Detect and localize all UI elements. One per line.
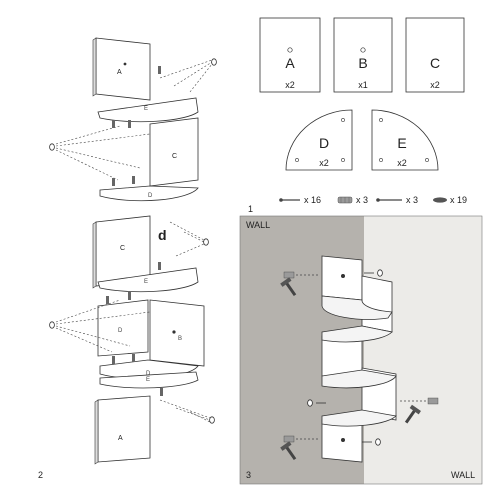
part-e: E x2 <box>371 109 439 171</box>
part-a-qty: x2 <box>285 80 295 90</box>
exploded-label-10: E <box>146 377 150 383</box>
exploded-screws <box>106 66 163 396</box>
wall-left-label: WALL <box>246 220 270 230</box>
hammer-icon-3 <box>400 397 439 424</box>
hammer-icon-1 <box>280 271 318 297</box>
part-c-qty: x2 <box>430 80 440 90</box>
part-a: A x2 <box>259 17 321 93</box>
panel-d-left: D <box>97 299 149 357</box>
part-e-qty: x2 <box>397 158 407 168</box>
screw-icon <box>376 198 402 202</box>
fixing-points <box>49 58 217 424</box>
exploded-label-3: C <box>172 153 177 160</box>
exploded-label-11: A <box>118 435 123 442</box>
panel-c-2: C <box>92 215 151 289</box>
dowel-guides <box>55 59 213 423</box>
part-d-label: D <box>319 135 329 151</box>
part-e-label: E <box>397 135 406 151</box>
step-1-label: 1 <box>248 204 253 214</box>
callout-d: d <box>158 227 167 243</box>
hardware-row: x 16 x 3 x 3 x 19 <box>279 195 467 205</box>
exploded-label-1: A <box>117 69 122 76</box>
part-a-label: A <box>285 55 295 71</box>
panel-a-top: A <box>92 37 151 101</box>
part-d-qty: x2 <box>319 158 329 168</box>
panel-b: B <box>149 299 205 367</box>
panel-a-bottom: A <box>94 395 151 465</box>
installation-view: WALL WALL 3 <box>239 215 483 485</box>
step-3-label: 3 <box>246 470 251 480</box>
wall-right-label: WALL <box>451 470 475 480</box>
parts-list: 1 A x2 B x1 C x2 D x2 <box>248 17 467 214</box>
shelf-e-1: E <box>97 97 199 123</box>
hardware-qty-3: x 3 <box>406 195 418 205</box>
exploded-view: 2 A E C D C d <box>38 37 217 480</box>
shelf-e-2: E <box>97 267 199 293</box>
screw-long-icon <box>279 198 300 202</box>
hardware-qty-4: x 19 <box>450 195 467 205</box>
dowel-icon <box>433 197 447 203</box>
panel-c-1: C <box>149 117 199 187</box>
step-2-label: 2 <box>38 470 43 480</box>
exploded-label-9: D <box>146 371 151 377</box>
hardware-qty-2: x 3 <box>356 195 368 205</box>
shelf-d-1: D <box>99 185 199 202</box>
fixing-markers <box>307 269 383 446</box>
part-c-label: C <box>430 55 440 71</box>
exploded-label-4: D <box>148 193 153 199</box>
hardware-qty-1: x 16 <box>304 195 321 205</box>
exploded-label-5: C <box>120 245 125 252</box>
shelf-tower <box>321 255 397 463</box>
part-b-qty: x1 <box>358 80 368 90</box>
hammer-icon-2 <box>280 435 318 461</box>
exploded-label-7: D <box>118 328 123 334</box>
part-c: C x2 <box>405 17 465 93</box>
wall-right-shade <box>364 216 482 484</box>
part-d: D x2 <box>285 109 353 171</box>
exploded-label-2: E <box>144 106 148 112</box>
part-b: B x1 <box>333 17 393 93</box>
wall-anchor-icon <box>337 196 353 204</box>
shelf-e-3: E <box>99 371 199 389</box>
part-b-label: B <box>358 55 367 71</box>
exploded-label-8: B <box>178 336 182 342</box>
exploded-label-6: E <box>144 279 148 285</box>
